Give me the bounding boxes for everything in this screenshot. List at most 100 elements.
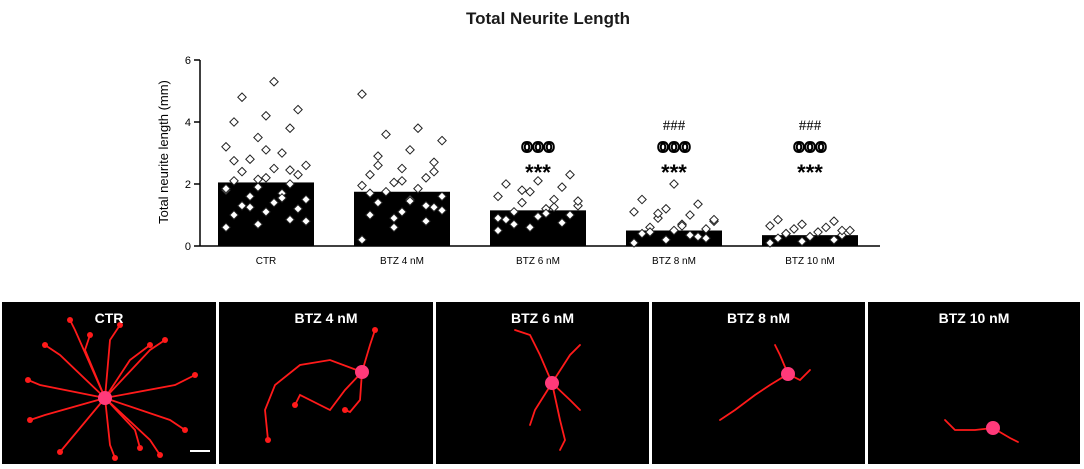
data-point (565, 210, 575, 220)
panel-label: BTZ 10 nM (938, 310, 1010, 326)
growth-cone (162, 337, 168, 343)
data-point (637, 228, 647, 239)
data-point (437, 191, 447, 202)
y-tick-label: 6 (185, 55, 191, 67)
x-tick-label: BTZ 4 nM (380, 256, 424, 267)
growth-cone (117, 322, 123, 328)
data-point (405, 196, 415, 206)
neurite (104, 344, 151, 399)
data-point (501, 179, 511, 189)
data-point (293, 169, 303, 180)
data-point (781, 228, 791, 239)
data-point (357, 180, 367, 191)
x-tick-label: BTZ 6 nM (516, 256, 560, 267)
neurite (104, 397, 161, 456)
growth-cone (57, 449, 63, 455)
data-point (493, 191, 503, 202)
data-point (285, 165, 295, 175)
data-point (557, 217, 567, 228)
data-point (381, 129, 391, 140)
data-point (397, 163, 407, 174)
neurite (104, 374, 196, 399)
data-point (525, 222, 535, 233)
data-point (845, 225, 855, 236)
data-point (405, 144, 415, 155)
growth-cone (67, 317, 73, 323)
growth-cone (42, 342, 48, 348)
soma (545, 376, 559, 390)
growth-cone (137, 445, 143, 451)
y-tick-label: 0 (185, 241, 191, 253)
data-point (421, 172, 431, 183)
growth-cone (112, 455, 118, 461)
neuron-image (264, 327, 378, 443)
data-point (397, 206, 407, 217)
panel-label: BTZ 8 nM (727, 310, 790, 326)
data-point (837, 225, 847, 236)
neurite (551, 382, 566, 451)
data-point (421, 200, 431, 211)
neuron-image (514, 329, 581, 451)
data-point (261, 144, 271, 155)
growth-cone (157, 452, 163, 458)
data-point (365, 188, 375, 199)
soma (986, 421, 1000, 435)
data-point (829, 234, 839, 245)
data-point (253, 219, 263, 230)
neuron-image (719, 344, 811, 421)
neurite (361, 329, 376, 373)
data-point (709, 214, 719, 225)
data-point (805, 231, 815, 242)
data-point (301, 160, 311, 171)
data-point (397, 175, 407, 186)
data-point (797, 219, 807, 230)
data-point (701, 224, 711, 234)
y-axis-label: Total neurite length (mm) (156, 80, 171, 224)
data-point (229, 117, 239, 127)
data-point (245, 191, 255, 202)
neurite (529, 382, 553, 426)
micrograph-panel-4: BTZ 10 nM (868, 302, 1080, 464)
data-point (437, 135, 447, 146)
data-point (373, 160, 383, 171)
panel-label: BTZ 4 nM (294, 310, 358, 326)
growth-cone (27, 417, 33, 423)
data-point (501, 214, 511, 225)
data-point (365, 210, 375, 220)
data-point (693, 199, 703, 210)
significance-marker: *** (797, 160, 823, 185)
data-point (389, 177, 399, 188)
data-point (413, 123, 423, 134)
data-point (221, 141, 231, 152)
growth-cone (342, 407, 348, 413)
data-point (773, 214, 783, 225)
data-point (413, 183, 423, 194)
data-point (693, 231, 703, 242)
growth-cone (372, 327, 378, 333)
micrograph-panel-2: BTZ 6 nM (436, 302, 649, 464)
data-point (629, 206, 639, 217)
data-point (533, 211, 543, 222)
growth-cone (192, 372, 198, 378)
data-point (429, 166, 439, 177)
growth-cone (147, 342, 153, 348)
data-point (429, 157, 439, 168)
data-point (509, 219, 519, 230)
data-point (437, 205, 447, 216)
data-point (701, 233, 711, 244)
data-point (645, 227, 655, 237)
data-point (557, 182, 567, 193)
growth-cone (25, 377, 31, 383)
data-point (813, 227, 823, 237)
data-point (773, 233, 783, 244)
significance-marker: ### (663, 118, 686, 134)
data-point (573, 196, 583, 206)
data-point (821, 222, 831, 233)
panel-label: CTR (94, 310, 124, 326)
data-point (285, 179, 295, 189)
data-point (357, 234, 367, 245)
data-point (293, 203, 303, 214)
data-point (293, 104, 303, 115)
data-point (221, 183, 231, 194)
data-point (245, 154, 255, 165)
